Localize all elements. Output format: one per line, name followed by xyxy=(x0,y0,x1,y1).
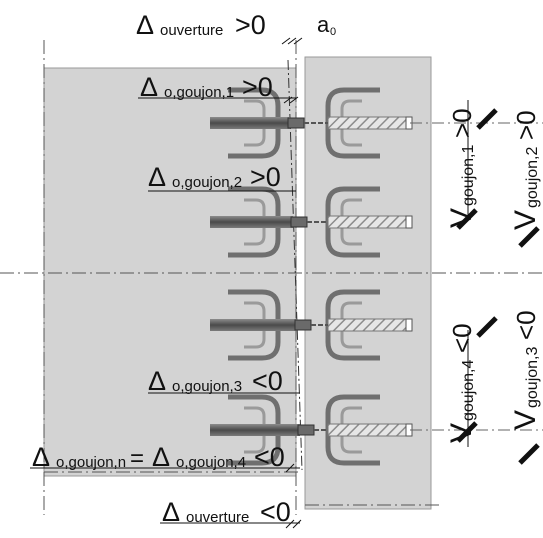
label-delta-ouverture-bottom: Δ ouverture <0 xyxy=(162,497,291,527)
arrow-tick-4 xyxy=(518,226,540,248)
arrow-tick-1 xyxy=(456,208,478,230)
svg-text:V: V xyxy=(509,210,542,230)
svg-text:<0: <0 xyxy=(511,310,541,340)
label-v-goujon-2: V goujon,2 >0 xyxy=(509,110,542,230)
hatched-sleeve-icon xyxy=(327,215,407,229)
left-concrete-block xyxy=(43,67,297,477)
label-delta-ouverture-top: Δ ouverture >0 xyxy=(136,10,266,40)
svg-text:=: = xyxy=(130,445,144,472)
svg-text:<0: <0 xyxy=(447,323,477,353)
svg-text:ouverture: ouverture xyxy=(186,509,249,526)
hatched-sleeve-icon xyxy=(327,318,407,332)
label-a0: a 0 xyxy=(317,12,336,38)
svg-text:o,goujon,2: o,goujon,2 xyxy=(172,174,242,191)
hatched-sleeve-icon xyxy=(327,116,407,130)
shear-arrows xyxy=(456,100,540,465)
svg-text:Δ: Δ xyxy=(148,162,166,192)
ouverture-subscript: ouverture xyxy=(160,22,223,39)
svg-text:o,goujon,n: o,goujon,n xyxy=(56,454,126,471)
label-delta-goujon-n: Δ o,goujon,n = Δ o,goujon,4 <0 xyxy=(32,442,285,472)
svg-text:>0: >0 xyxy=(242,72,273,102)
svg-text:>0: >0 xyxy=(250,162,281,192)
arrow-tick-3 xyxy=(456,421,478,443)
sleeve-cap xyxy=(405,215,413,229)
svg-text:V: V xyxy=(445,423,478,443)
svg-text:o,goujon,4: o,goujon,4 xyxy=(176,454,246,471)
dowel-rows xyxy=(210,87,413,466)
gt0-text: >0 xyxy=(235,10,266,40)
svg-text:>0: >0 xyxy=(511,110,541,140)
arrow-tick-2 xyxy=(476,108,498,130)
svg-text:o,goujon,1: o,goujon,1 xyxy=(164,84,234,101)
svg-text:<0: <0 xyxy=(254,442,285,472)
hatched-sleeve-icon xyxy=(327,423,407,437)
svg-text:goujon,1: goujon,1 xyxy=(460,145,477,206)
dowel-icon xyxy=(210,216,293,228)
label-v-goujon-4: V goujon,4 <0 xyxy=(445,323,478,443)
svg-text:Δ: Δ xyxy=(162,497,180,527)
svg-text:V: V xyxy=(445,208,478,228)
a0-main: a xyxy=(317,12,330,37)
label-v-goujon-3: V goujon,3 <0 xyxy=(509,310,542,430)
svg-text:<0: <0 xyxy=(260,497,291,527)
reference-lines xyxy=(410,122,543,431)
svg-text:goujon,4: goujon,4 xyxy=(460,360,477,421)
svg-text:o,goujon,3: o,goujon,3 xyxy=(172,378,242,395)
svg-text:Δ: Δ xyxy=(140,72,158,102)
dowel-icon xyxy=(287,117,305,129)
svg-text:goujon,3: goujon,3 xyxy=(524,347,541,408)
sleeve-cap xyxy=(405,318,413,332)
label-delta-goujon-1: Δ o,goujon,1 >0 xyxy=(140,72,273,102)
arrow-tick-5 xyxy=(518,443,540,465)
a0-subscript: 0 xyxy=(330,26,336,38)
dowel-icon xyxy=(294,319,312,331)
dowel-icon xyxy=(210,319,297,331)
svg-text:>0: >0 xyxy=(447,108,477,138)
label-delta-goujon-2: Δ o,goujon,2 >0 xyxy=(148,162,281,192)
dowel-icon xyxy=(210,424,300,436)
svg-text:<0: <0 xyxy=(252,366,283,396)
svg-text:Δ: Δ xyxy=(148,366,166,396)
delta-symbol: Δ xyxy=(136,10,154,40)
dowel-icon xyxy=(297,424,315,436)
dimension-leaders xyxy=(30,37,303,529)
svg-text:Δ: Δ xyxy=(32,442,50,472)
label-v-goujon-1: V goujon,1 >0 xyxy=(445,108,478,228)
label-delta-goujon-3: Δ o,goujon,3 <0 xyxy=(148,366,283,396)
svg-text:Δ: Δ xyxy=(152,442,170,472)
dowel-icon xyxy=(290,216,308,228)
arrow-tick-6 xyxy=(476,316,498,338)
svg-text:goujon,2: goujon,2 xyxy=(524,147,541,208)
svg-text:V: V xyxy=(509,410,542,430)
dowel-icon xyxy=(210,117,290,129)
